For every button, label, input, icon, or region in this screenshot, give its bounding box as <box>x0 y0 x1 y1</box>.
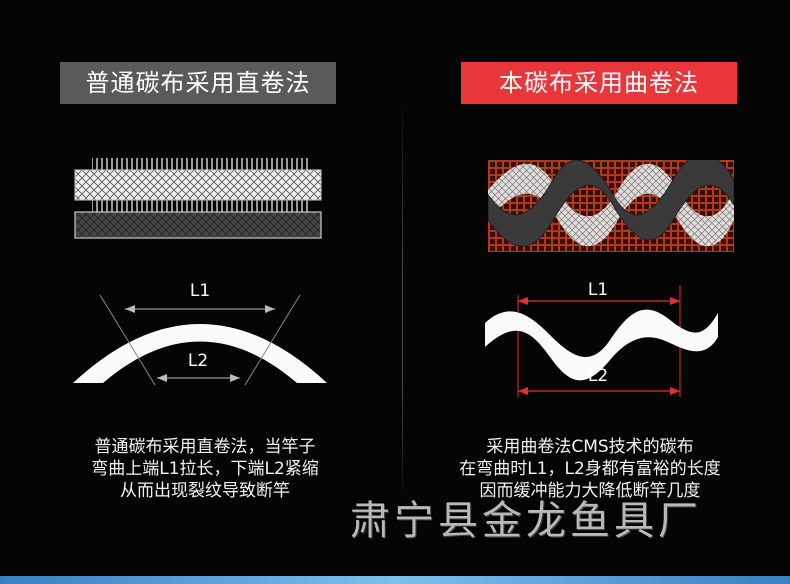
watermark-text: 肃宁县金龙鱼具厂 <box>350 498 702 544</box>
wavy-diagram: L1 L2 <box>485 280 718 397</box>
bottom-accent-bar <box>0 576 790 584</box>
left-description-line: 普通碳布采用直卷法，当竿子 <box>94 437 316 457</box>
bottom-layer <box>74 211 322 239</box>
white-wave <box>485 309 718 381</box>
right-description-line: 因而缓冲能力大降低断竿几度 <box>479 481 701 501</box>
left-title: 普通碳布采用直卷法 <box>60 62 336 104</box>
straight-arc-diagram: L1 L2 <box>73 281 327 386</box>
right-label-l2: L2 <box>588 366 608 386</box>
white-arc-band <box>73 324 327 383</box>
middle-teeth <box>92 200 308 212</box>
top-layer <box>74 169 322 201</box>
left-description: 普通碳布采用直卷法，当竿子 弯曲上端L1拉长，下端L2紧缩 从而出现裂纹导致断竿 <box>40 436 370 502</box>
left-label-l2: L2 <box>188 351 208 371</box>
right-label-l1: L1 <box>588 280 608 300</box>
top-teeth <box>92 158 308 172</box>
right-description: 采用曲卷法CMS技术的碳布 在弯曲时L1，L2身都有富裕的长度 因而缓冲能力大降… <box>415 436 765 502</box>
dark-wave-strand <box>488 160 734 247</box>
right-description-line: 在弯曲时L1，L2身都有富裕的长度 <box>459 459 721 479</box>
woven-layers-illustration <box>488 160 734 252</box>
straight-layers-illustration <box>74 158 322 239</box>
right-description-line: 采用曲卷法CMS技术的碳布 <box>486 437 694 457</box>
left-label-l1: L1 <box>190 281 210 301</box>
right-title: 本碳布采用曲卷法 <box>461 62 737 104</box>
left-description-line: 弯曲上端L1拉长，下端L2紧缩 <box>91 459 319 479</box>
left-description-line: 从而出现裂纹导致断竿 <box>120 481 290 501</box>
center-divider <box>402 95 403 505</box>
